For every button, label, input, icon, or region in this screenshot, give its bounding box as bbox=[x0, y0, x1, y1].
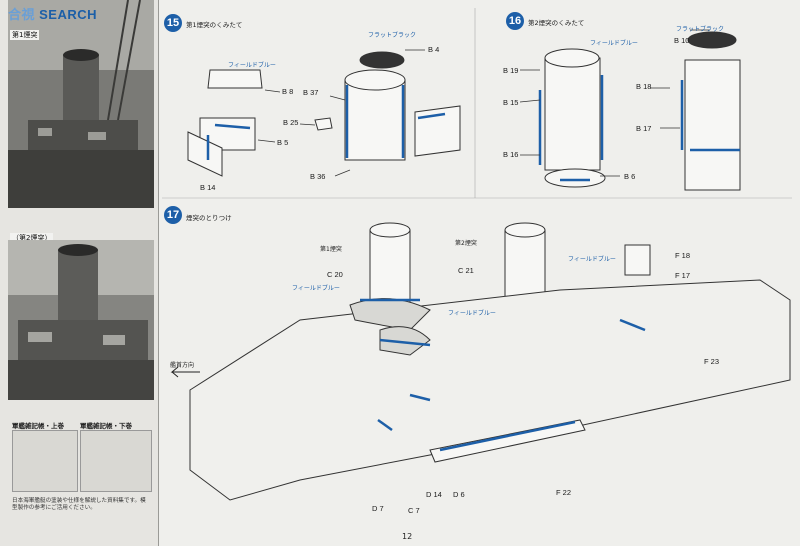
part-b14-art bbox=[187, 131, 223, 177]
step-16-number: 16 bbox=[506, 12, 524, 30]
part-label-b14: B 14 bbox=[200, 183, 216, 192]
funnel2-assembled-art bbox=[684, 59, 741, 191]
watermark: 合視 SEARCH bbox=[8, 7, 98, 22]
part-label-c21: C 21 bbox=[458, 266, 474, 275]
part-label-f23: F 23 bbox=[704, 357, 720, 366]
paint-callout-flat-black-16: フラットブラック bbox=[676, 26, 725, 33]
book2-cover bbox=[80, 430, 152, 492]
part-label-b16: B 16 bbox=[503, 150, 519, 159]
funnel2-photo-art bbox=[8, 240, 154, 400]
part-label-b18: B 18 bbox=[636, 82, 652, 91]
part-label-f18: F 18 bbox=[675, 251, 691, 260]
part-label-b10: B 10 bbox=[674, 36, 690, 45]
step-17-title: 煙突のとりつけ bbox=[186, 214, 232, 222]
part-label-b37: B 37 bbox=[303, 88, 319, 97]
photo1-caption: 第1煙突 bbox=[10, 30, 40, 40]
part-b6-art bbox=[544, 168, 606, 188]
page-number: 12 bbox=[402, 532, 413, 541]
part-b4-art bbox=[359, 51, 405, 69]
part-label-b36: B 36 bbox=[310, 172, 326, 181]
book2-title: 軍艦雑記帳・下巻 bbox=[80, 422, 132, 430]
funnel2-label: 第2煙突 bbox=[455, 240, 477, 247]
left-photo-column: 合視 SEARCH 第1煙突 （第2煙突） 軍艦雑記帳・上巻 軍艦雑記帳・下巻 … bbox=[0, 0, 159, 546]
paint-callout-field-blue-16: フィールドブルー bbox=[590, 40, 638, 47]
book1-cover bbox=[12, 430, 78, 492]
part-b36-art bbox=[414, 105, 461, 157]
paint-callout-field-blue-17b: フィールドブルー bbox=[448, 310, 496, 317]
paint-callout-flat-black: フラットブラック bbox=[368, 32, 417, 39]
part-label-d7: D 7 bbox=[372, 504, 384, 513]
funnel1-photo bbox=[8, 0, 154, 208]
part-label-b25: B 25 bbox=[283, 118, 299, 127]
paint-callout-field-blue-17a: フィールドブルー bbox=[292, 285, 340, 292]
part-label-b15: B 15 bbox=[503, 98, 519, 107]
step-15-title: 第1煙突のくみたて bbox=[186, 21, 243, 29]
step-16-title: 第2煙突のくみたて bbox=[528, 19, 585, 27]
part-label-d14: D 14 bbox=[426, 490, 442, 499]
part-label-b6: B 6 bbox=[624, 172, 636, 181]
funnel1-label: 第1煙突 bbox=[320, 246, 342, 253]
part-label-c7: C 7 bbox=[408, 506, 420, 515]
part-label-f17: F 17 bbox=[675, 271, 691, 280]
part-label-b17: B 17 bbox=[636, 124, 652, 133]
part-c21-art bbox=[379, 326, 431, 356]
bow-direction-label: 艦首方向 bbox=[170, 362, 195, 369]
part-label-b5: B 5 bbox=[277, 138, 289, 147]
part-label-d6: D 6 bbox=[453, 490, 465, 499]
part-label-c20: C 20 bbox=[327, 270, 343, 279]
book-note: 日本海軍艦艇の塗装や仕様を解説した資料集です。模型製作の参考にご活用ください。 bbox=[12, 498, 146, 511]
paint-callout-field-blue-17c: フィールドブルー bbox=[568, 256, 616, 263]
paint-callout-field-blue: フィールドブルー bbox=[228, 62, 276, 69]
book1-title: 軍艦雑記帳・上巻 bbox=[12, 422, 64, 430]
step-15-number: 15 bbox=[164, 14, 182, 32]
hull-superstructure-art bbox=[189, 279, 791, 501]
part-label-b4: B 4 bbox=[428, 45, 440, 54]
funnel2-photo bbox=[8, 240, 154, 400]
part-b25-art bbox=[314, 117, 333, 131]
part-label-f22: F 22 bbox=[556, 488, 572, 497]
part-label-b19: B 19 bbox=[503, 66, 519, 75]
part-label-b8: B 8 bbox=[282, 87, 294, 96]
part-f22-art bbox=[429, 419, 586, 463]
part-b10-art bbox=[687, 31, 737, 49]
funnel1-top-art bbox=[344, 69, 406, 91]
part-f18-art bbox=[624, 244, 651, 276]
part-b8-art bbox=[207, 69, 263, 89]
photo2-caption: （第2煙突） bbox=[10, 233, 54, 243]
step-17-number: 17 bbox=[164, 206, 182, 224]
